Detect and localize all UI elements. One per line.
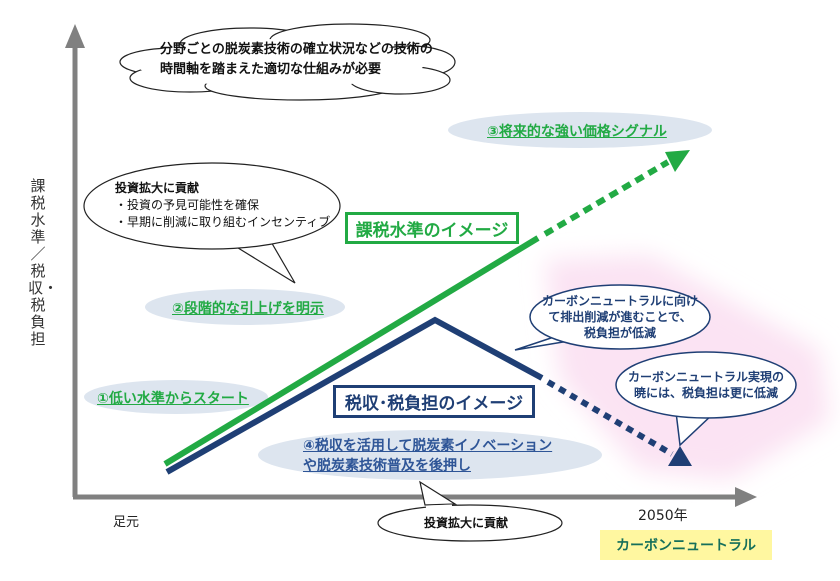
investment-bubble-text: 投資拡大に貢献 ・投資の予見可能性を確保 ・早期に削減に取り組むインセンティブ <box>115 180 330 231</box>
cloud-line: 時間軸を踏まえた適切な仕組みが必要 <box>160 62 382 77</box>
investment-bubble-item: ・早期に削減に取り組むインセンティブ <box>115 215 331 229</box>
point1-ellipse <box>84 380 268 414</box>
tax-level-arrow <box>665 150 690 172</box>
y-axis-arrow <box>65 24 85 48</box>
carbon-neutral-badge: カーボンニュートラル <box>600 530 772 560</box>
bottom-bubble-text: 投資拡大に貢献 <box>424 516 509 530</box>
point3-link[interactable]: ③将来的な強い価格シグナル <box>487 124 667 140</box>
point2-link[interactable]: ②段階的な引上げを明示 <box>172 301 324 317</box>
reduction-line: 税負担が低減 <box>583 326 656 340</box>
point1-link[interactable]: ①低い水準からスタート <box>97 391 249 407</box>
tax-level-dotted-line <box>543 159 670 237</box>
neutral-line: カーボンニュートラル実現の <box>627 370 784 384</box>
point3-ellipse <box>448 112 712 148</box>
tax-revenue-arrow <box>668 446 692 466</box>
point4-line: ④税収を活用して脱炭素イノベーション <box>303 438 553 454</box>
reduction-bubble-ellipse <box>529 284 711 350</box>
tax-revenue-line <box>165 316 544 475</box>
point2-ellipse <box>145 289 345 325</box>
reduction-line: カーボンニュートラルに向け <box>541 294 698 308</box>
x-axis-end-label: 2050年 <box>638 508 688 524</box>
investment-bubble-ellipse <box>83 162 341 250</box>
tax-level-line <box>163 235 540 467</box>
point4-link[interactable]: ④税収を活用して脱炭素イノベーション や脱炭素技術普及を後押し <box>303 436 552 476</box>
neutral-bubble-text: カーボンニュートラル実現の 暁には、税負担は更に低減 <box>620 369 792 401</box>
y-axis-label: 課税水準／税収・税負担 <box>28 177 59 348</box>
reduction-line: て排出削減が進むことで、 <box>548 310 692 324</box>
tax-revenue-dotted-line <box>546 379 674 457</box>
neutral-bubble-ellipse <box>615 351 797 419</box>
reduction-bubble-text: カーボンニュートラルに向け て排出削減が進むことで、 税負担が低減 <box>535 293 705 341</box>
x-axis-start-label: 足元 <box>113 515 140 530</box>
cloud-line: 分野ごとの脱炭素技術の確立状況などの技術の <box>160 42 433 57</box>
bottom-bubble-ellipse <box>377 504 563 542</box>
bottom-bubble-tail <box>419 480 457 506</box>
tax-revenue-box: 税収･税負担のイメージ <box>333 385 535 418</box>
cloud-shape <box>119 23 456 101</box>
investment-bubble-title: 投資拡大に貢献 <box>115 181 200 195</box>
point4-line: や脱炭素技術普及を後押し <box>303 458 471 474</box>
point4-ellipse <box>258 430 602 480</box>
investment-bubble-item: ・投資の予見可能性を確保 <box>115 198 260 212</box>
x-axis-arrow <box>735 487 757 507</box>
tax-level-box: 課税水準のイメージ <box>345 212 519 244</box>
cloud-text: 分野ごとの脱炭素技術の確立状況などの技術の 時間軸を踏まえた適切な仕組みが必要 <box>160 40 433 80</box>
neutral-line: 暁には、税負担は更に低減 <box>633 386 778 400</box>
